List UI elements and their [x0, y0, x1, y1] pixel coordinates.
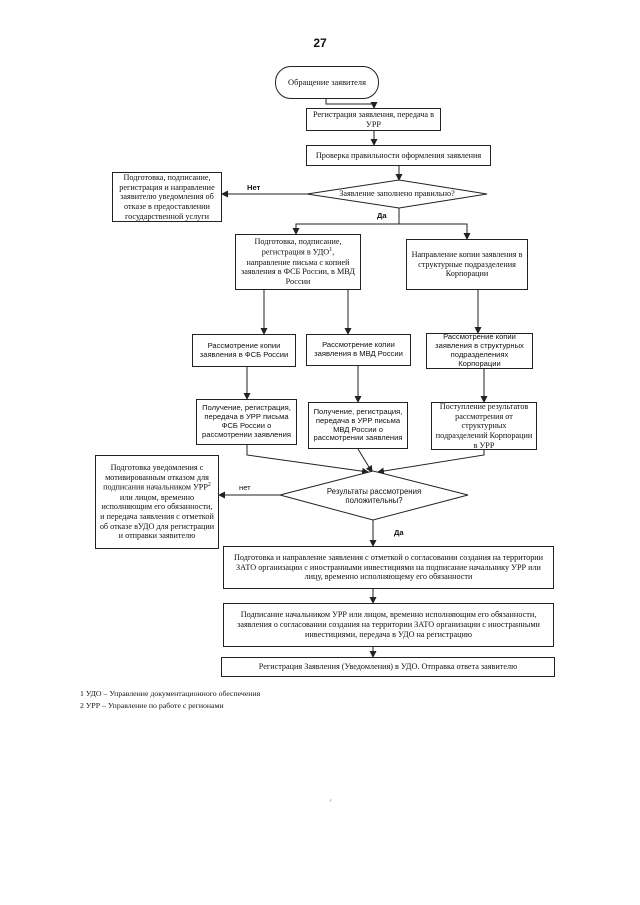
- refusal1-box: Подготовка, подписание, регистрация и на…: [112, 172, 222, 222]
- refusal2-text-post: или лицом, временно исполняющим его обяз…: [99, 492, 215, 541]
- receive-fsb-box: Получение, регистрация, передача в УРР п…: [196, 399, 297, 445]
- footnote-2: 2 УРР – Управление по работе с регионами: [80, 700, 224, 710]
- approval-prep-box: Подготовка и направление заявления с отм…: [223, 546, 554, 589]
- connector-receive-fsb-decision2: [246, 445, 369, 475]
- signing-box: Подписание начальником УРР или лицом, вр…: [223, 603, 554, 647]
- receive-mvd-box: Получение, регистрация, передача в УРР п…: [308, 402, 408, 449]
- check-box: Проверка правильности оформления заявлен…: [306, 145, 491, 166]
- start-label: Обращение заявителя: [288, 78, 366, 87]
- refusal2-label: Подготовка уведомления с мотивированным …: [99, 463, 215, 541]
- decision2-label: Результаты рассмотрения положительны?: [326, 486, 422, 505]
- udo-prep-text-pre: Подготовка, подписание, регистрация в УД…: [254, 237, 342, 257]
- signing-label: Подписание начальником УРР или лицом, вр…: [237, 610, 540, 639]
- registration-label: Регистрация заявления, передача в УРР: [313, 109, 434, 129]
- receive-corp-label: Поступление результатов рассмотрения от …: [435, 401, 533, 450]
- approval-prep-label: Подготовка и направление заявления с отм…: [233, 552, 544, 582]
- refusal2-box: Подготовка уведомления с мотивированным …: [95, 455, 219, 549]
- final-label: Регистрация Заявления (Уведомления) в УД…: [258, 662, 518, 672]
- review-mvd-box: Рассмотрение копии заявления в МВД Росси…: [306, 334, 411, 366]
- refusal1-label: Подготовка, подписание, регистрация и на…: [119, 172, 215, 221]
- connector-start-registration: [325, 99, 378, 109]
- connector-receive-corp-decision2: [377, 450, 485, 475]
- footnote-1: 1 УДО – Управление документационного обе…: [80, 689, 261, 698]
- decision2-yes-label: Да: [394, 528, 404, 537]
- receive-mvd-label: Получение, регистрация, передача в УРР п…: [313, 406, 403, 443]
- udo-preparation-label: Подготовка, подписание, регистрация в УД…: [239, 237, 357, 286]
- udo-prep-text-post: , направление письма с копией заявления …: [241, 247, 355, 286]
- review-corp-box: Рассмотрение копии заявления в структурн…: [426, 332, 533, 369]
- receive-corp-box: Поступление результатов рассмотрения от …: [431, 402, 537, 450]
- review-corp-label: Рассмотрение копии заявления в структурн…: [435, 332, 524, 368]
- refusal2-footnote-ref: 2: [207, 482, 211, 489]
- decision1-text: Заявление заполнено правильно?: [322, 186, 472, 202]
- review-fsb-label: Рассмотрение копии заявления в ФСБ Росси…: [199, 340, 289, 359]
- review-fsb-box: Рассмотрение копии заявления в ФСБ Росси…: [192, 334, 296, 367]
- receive-fsb-label: Получение, регистрация, передача в УРР п…: [202, 403, 291, 439]
- decision1-diamond: [306, 179, 488, 209]
- udo-preparation-box: Подготовка, подписание, регистрация в УД…: [235, 234, 361, 290]
- footnotes: 1 УДО – Управление документационного обе…: [80, 688, 260, 711]
- check-label: Проверка правильности оформления заявлен…: [315, 150, 482, 160]
- connector-decision1-yes: [292, 208, 400, 235]
- decision1-no-label: Нет: [247, 183, 261, 192]
- decision1-yes-label: Да: [377, 211, 387, 220]
- registration-box: Регистрация заявления, передача в УРР: [306, 108, 441, 131]
- refusal2-text-pre: Подготовка уведомления с мотивированным …: [103, 462, 209, 493]
- decision2-diamond: [278, 470, 469, 521]
- udo-prep-footnote-ref: 1: [329, 247, 333, 254]
- decision2-no-label: нет: [239, 483, 251, 492]
- review-mvd-label: Рассмотрение копии заявления в МВД Росси…: [314, 340, 403, 358]
- copy-divisions-label: Направление копии заявления в структурны…: [411, 249, 523, 279]
- page-number: 27: [313, 36, 327, 50]
- final-box: Регистрация Заявления (Уведомления) в УД…: [221, 657, 555, 677]
- copy-divisions-box: Направление копии заявления в структурны…: [406, 239, 528, 290]
- decision1-label: Заявление заполнено правильно?: [339, 189, 455, 199]
- decision2-text: Результаты рассмотрения положительны?: [313, 485, 435, 507]
- connector-yes-to-divisions: [399, 223, 471, 240]
- scan-mark: ': [330, 798, 332, 808]
- start-terminator: Обращение заявителя: [275, 66, 379, 99]
- connector-receive-mvd-decision2: [357, 448, 373, 473]
